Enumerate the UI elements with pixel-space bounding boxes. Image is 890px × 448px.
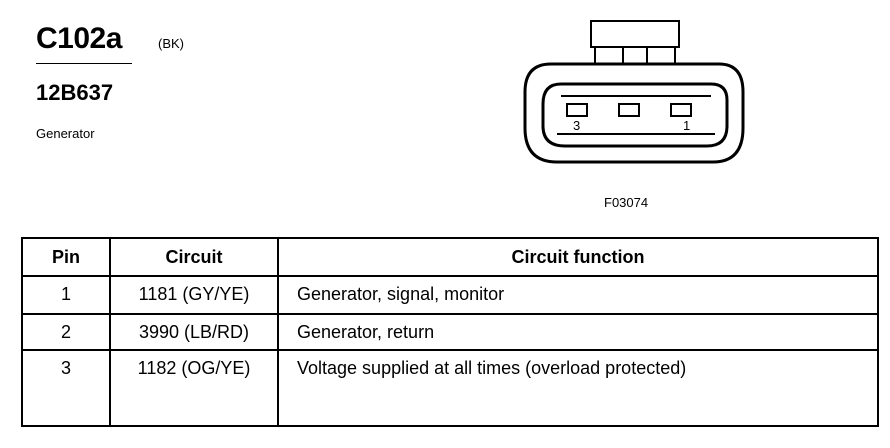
component-name: Generator [36,126,95,141]
figure-id: F03074 [604,195,649,210]
table-row: 2 3990 (LB/RD) Generator, return [21,312,879,352]
pin-cell: 2 [21,312,111,352]
table-header-row: Pin Circuit Circuit function [21,237,879,277]
terminal-2 [618,103,640,117]
connector-face-diagram: 3 1 [523,20,745,164]
circuit-cell: 1181 (GY/YE) [109,275,279,315]
pin-cell: 3 [21,349,111,427]
circuit-cell: 3990 (LB/RD) [109,312,279,352]
terminal-1 [670,103,692,117]
table-row: 3 1182 (OG/YE) Voltage supplied at all t… [21,349,879,427]
pin-cell: 1 [21,275,111,315]
part-number: 12B637 [36,80,114,105]
function-cell: Generator, signal, monitor [277,275,879,315]
terminal-3 [566,103,588,117]
connector-id-underline [36,63,132,64]
header-circuit-function: Circuit function [277,237,879,277]
connector-color-code: (BK) [158,36,184,51]
function-cell: Generator, return [277,312,879,352]
circuit-cell: 1182 (OG/YE) [109,349,279,427]
function-cell: Voltage supplied at all times (overload … [277,349,879,427]
pin-table: Pin Circuit Circuit function 1 1181 (GY/… [21,237,879,427]
header-pin: Pin [21,237,111,277]
pin-label-3: 3 [573,118,580,133]
connector-id: C102a [36,22,122,55]
pin-label-1: 1 [683,118,690,133]
table-row: 1 1181 (GY/YE) Generator, signal, monito… [21,275,879,315]
header-circuit: Circuit [109,237,279,277]
